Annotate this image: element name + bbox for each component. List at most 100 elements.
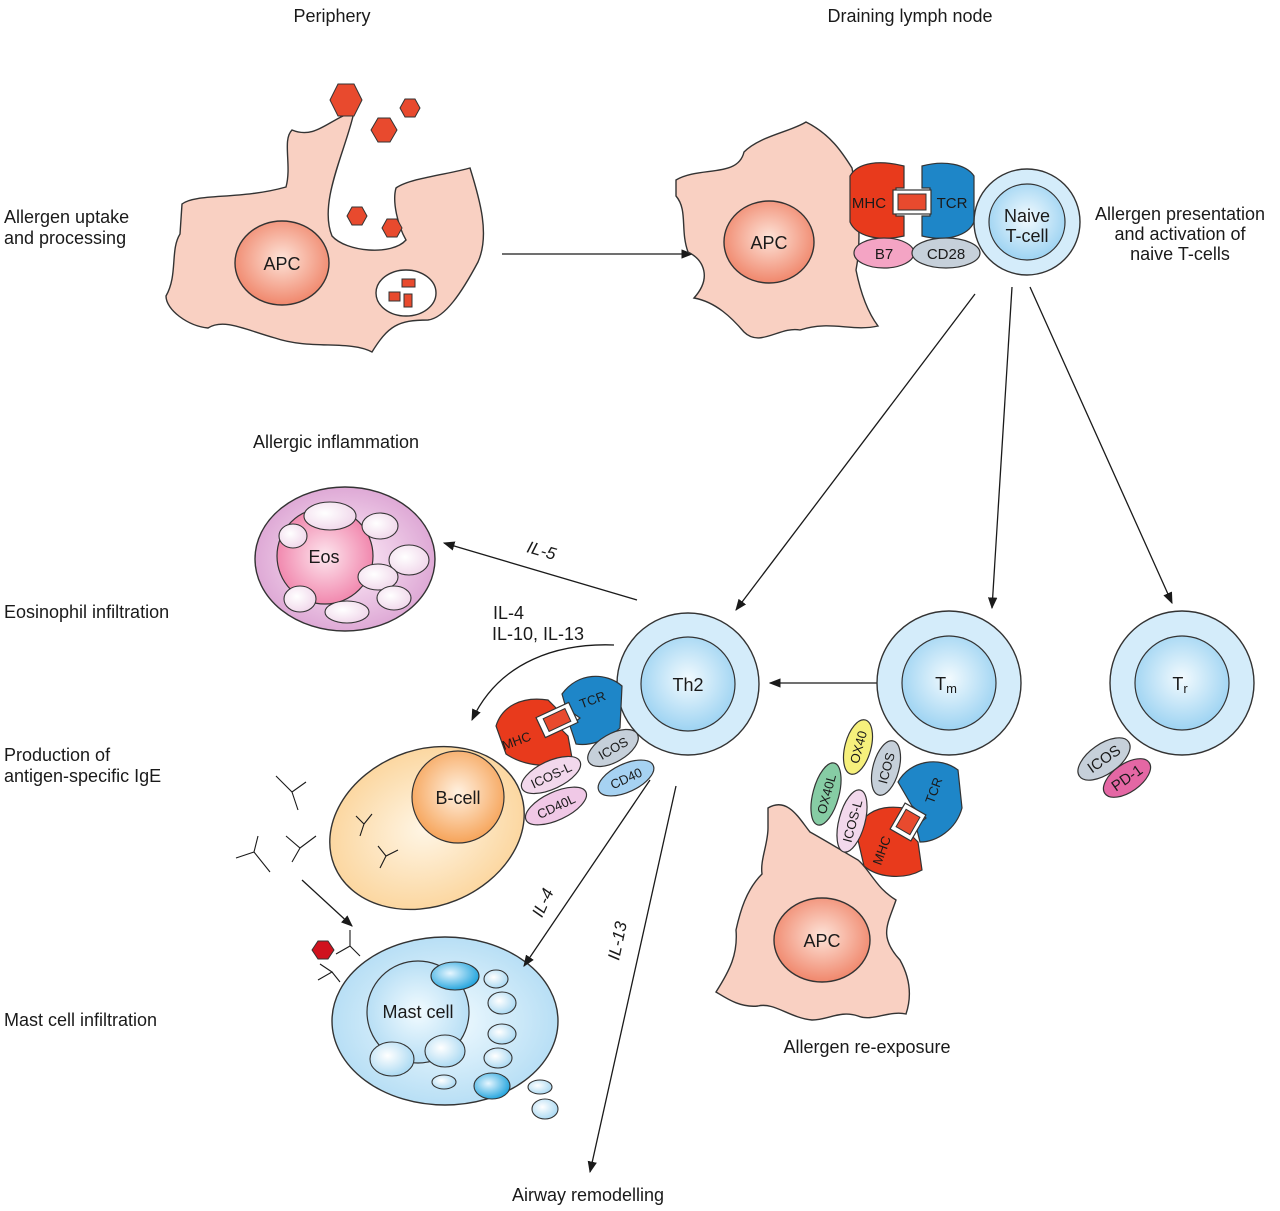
icos-molecule-b — [587, 728, 639, 768]
b7-label: B7 — [875, 246, 893, 263]
apc-periphery-label: APC — [263, 254, 300, 274]
apc-periphery-nucleus — [234, 220, 330, 306]
eos-granule — [357, 563, 399, 591]
label-allergic-inflammation: Allergic inflammation — [253, 432, 419, 452]
eos-granule — [361, 512, 399, 540]
label-airway-remodelling: Airway remodelling — [512, 1185, 664, 1205]
arrow-to-tm — [987, 286, 1013, 610]
ox40-molecule — [842, 719, 874, 775]
icos-l-molecule-b — [520, 755, 582, 795]
peptide-presented-b-core — [542, 707, 572, 733]
arrow-to-tr — [1029, 286, 1173, 605]
peptide-fragment — [403, 293, 413, 308]
mast-granule — [431, 1074, 457, 1090]
tcr-molecule — [921, 162, 975, 239]
arrow-il4-to-bcell — [471, 644, 615, 722]
allergen-hexagon — [370, 117, 398, 143]
header-periphery: Periphery — [293, 6, 370, 26]
eos-granule — [278, 523, 308, 549]
tcr-molecule-tm — [897, 761, 963, 843]
mast-granule — [369, 1041, 415, 1077]
label-ige-2: antigen-specific IgE — [4, 766, 161, 786]
mast-granule — [430, 961, 480, 991]
allergen-hexagon — [399, 98, 421, 118]
mhc-label: MHC — [852, 195, 886, 212]
allergen-hexagon — [329, 83, 363, 117]
cytokine-il4-line1: IL-4 — [493, 603, 524, 623]
eosinophil: Eos — [254, 486, 436, 632]
mast-granule-released — [531, 1098, 559, 1120]
mhc-tcr-complex-tm: MHC TCR OX40 OX40L ICOS ICOS-L — [810, 719, 963, 877]
apc-lymph-nucleus — [723, 200, 815, 284]
th2-label: Th2 — [672, 675, 703, 695]
eos-granule — [324, 600, 370, 624]
cd40l-molecule — [524, 786, 588, 826]
arrow-antibody-to-mast — [301, 879, 353, 927]
ige-bound-allergen — [317, 930, 361, 983]
naive-label-1: Naive — [1004, 206, 1050, 226]
label-eos-infiltration: Eosinophil infiltration — [4, 602, 169, 622]
bcell-label: B-cell — [435, 788, 480, 808]
ox40l-molecule — [810, 762, 842, 826]
allergen-hexagon — [381, 218, 403, 238]
peptide-fragment — [401, 278, 416, 288]
mhc-molecule — [849, 162, 905, 239]
mast-granule — [483, 1047, 513, 1069]
tcr-molecule-b — [561, 675, 623, 746]
eos-granule — [303, 501, 357, 531]
cd28-label: CD28 — [927, 246, 965, 263]
mhc-tcr-complex-top: MHC TCR B7 CD28 — [849, 162, 981, 269]
peptide-presented-tm-core — [895, 808, 921, 836]
cd40-molecule — [597, 759, 655, 797]
eos-granule — [283, 585, 317, 613]
apc-reexposure-label: APC — [803, 931, 840, 951]
mast-granule — [487, 991, 517, 1015]
tm-label: Tm — [935, 674, 957, 696]
tr-receptors: ICOS PD-1 — [1077, 737, 1152, 798]
th2-cell: Th2 — [616, 612, 760, 756]
eos-label: Eos — [308, 547, 339, 567]
eos-granule — [376, 585, 412, 611]
cd28-molecule — [911, 237, 981, 269]
peptide-fragment — [388, 291, 401, 302]
cytokine-il4-line2: IL-10, IL-13 — [492, 624, 584, 644]
arrow-il5 — [442, 541, 638, 601]
mast-granule — [483, 969, 509, 989]
tr-cell: Tr — [1109, 610, 1255, 756]
apc-lymph-label: APC — [750, 233, 787, 253]
header-lymph-node: Draining lymph node — [827, 6, 992, 26]
cytokine-il13: IL-13 — [604, 919, 631, 961]
bcell-nucleus — [411, 750, 505, 844]
endosome — [375, 269, 437, 317]
apc-periphery: APC — [165, 111, 485, 353]
cytokine-il5: IL-5 — [525, 538, 559, 564]
mast-granule — [424, 1034, 466, 1068]
allergen-hexagon — [311, 940, 335, 960]
arrow-il4-to-mast — [523, 779, 651, 967]
eos-granule — [388, 544, 430, 576]
label-presentation-2: and activation of — [1114, 224, 1246, 244]
label-presentation-1: Allergen presentation — [1095, 204, 1265, 224]
mast-granule-released — [527, 1079, 553, 1095]
pd1-molecule — [1102, 758, 1152, 798]
icos-molecule-tm — [870, 740, 902, 796]
apc-reexposure: APC — [715, 804, 911, 1021]
mast-label: Mast cell — [382, 1002, 453, 1022]
arrow-to-th2 — [735, 293, 976, 611]
mhc-tcr-complex-bcell: MHC TCR ICOS ICOS-L CD40 CD40L — [495, 675, 655, 826]
label-uptake-2: and processing — [4, 228, 126, 248]
tcr-label: TCR — [937, 195, 968, 212]
label-ige-1: Production of — [4, 745, 111, 765]
allergen-hexagon — [346, 206, 368, 226]
apc-lymph-node: APC — [675, 121, 880, 339]
mast-granule — [473, 1072, 511, 1100]
label-mast-infiltration: Mast cell infiltration — [4, 1010, 157, 1030]
cytokine-il4: IL-4 — [528, 886, 557, 920]
naive-t-cell: Naive T-cell — [973, 168, 1081, 276]
naive-label-2: T-cell — [1005, 226, 1048, 246]
label-uptake-1: Allergen uptake — [4, 207, 129, 227]
allergens — [329, 83, 421, 238]
peptide-presented-core — [897, 193, 927, 211]
